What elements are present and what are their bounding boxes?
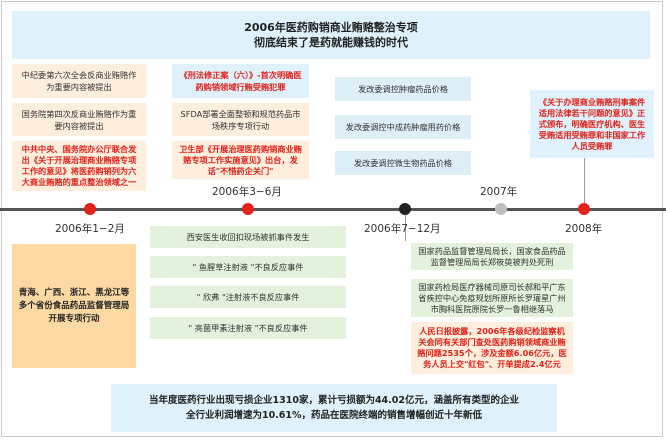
event-box-xinfu-injection: " 欣弗 "注射液不良反应事件 (150, 286, 346, 308)
timeline-axis (0, 208, 666, 211)
event-box-state-council-meeting: 国务院第四次反商业贿赂作为重要内容被提出 (12, 103, 146, 136)
event-box-criminal-law-amendment: 《刑法修正案（六）》-首次明确医药购销领域行贿受贿犯罪 (172, 64, 309, 98)
event-box-moh-opinion: 卫生部《开展治理医药购销商业贿赂专项工作实施意见》出台，发话"不惜药企关门" (172, 141, 309, 179)
event-box-houttuynia-injection: " 鱼腥草注射液 "不良反应事件 (150, 256, 346, 278)
event-box-central-opinion: 中共中央、国务院办公厅联合发出《关于开展治理商业贿赂专项工作的意见》将医药购销列… (12, 141, 146, 191)
event-box-tumor-drug-prices: 发改委调控肿瘤药品价格 (335, 77, 471, 101)
timeline-dot-2007 (495, 203, 507, 215)
timeline-label-2007: 2007年 (480, 186, 518, 198)
title-line-2: 彻底结束了是药就能赚钱的时代 (254, 36, 408, 49)
diagram-title: 2006年医药购销商业贿赂整治专项 彻底结束了是药就能赚钱的时代 (12, 11, 650, 59)
event-box-armillarisin-injection: " 亮菌甲素注射液 "不良反应事件 (150, 317, 346, 339)
event-box-anti-bribery-plenary: 中纪委第六次全会反商业贿赂作为重要内容被提出 (12, 64, 146, 98)
timeline-label-2006-jul-dec: 2006年7−12月 (364, 223, 441, 235)
timeline-label-2006-jan-feb: 2006年1−2月 (55, 223, 125, 235)
event-box-sfda-rectification: SFDA部署全面整顿和规范药品市场秩序专项行动 (172, 103, 309, 136)
summary-box: 当年度医药行业出现亏损企业1310家，累计亏损额为44.02亿元，涵盖所有类型的… (111, 384, 557, 432)
timeline-dot-2006-jan-feb (84, 203, 96, 215)
timeline-dot-2006-mar-jun (242, 203, 254, 215)
event-box-peoples-daily-report: 人民日报披露，2006年各级纪检监察机关会同有关部门查处医药购销领域商业贿赂问题… (411, 322, 573, 374)
event-box-microbial-drug-prices: 发改委调控微生物药品价格 (335, 151, 471, 175)
connector-line-p3 (405, 211, 406, 241)
event-box-xian-doctor: 西安医生收回扣现场被抓事件发生 (150, 226, 346, 248)
event-box-officials-fall: 国家药检局医疗器械司原司长郝和平广东省疾控中心免疫规划所原所长罗瓘星广州市胸科医… (411, 279, 573, 317)
title-line-1: 2006年医药购销商业贿赂整治专项 (244, 21, 418, 34)
summary-line-2: 全行业利润增速为10.61%，药品在医院终端的销售增幅创近十年新低 (185, 410, 483, 421)
timeline-label-2008: 2008年 (565, 223, 603, 235)
connector-line-p5 (584, 158, 585, 204)
summary-line-1: 当年度医药行业出现亏损企业1310家，累计亏损额为44.02亿元，涵盖所有类型的… (149, 395, 519, 406)
event-box-tcm-tumor-prices: 发改委调控中成药肿瘤用药价格 (335, 115, 471, 139)
timeline-dot-2006-jul-dec (399, 203, 411, 215)
event-box-bribery-law-opinion: 《关于办理商业贿赂刑事案件适用法律若干问题的意见》正式颁布，明确医疗机构、医生受… (530, 90, 654, 158)
event-box-zheng-xiaoyu: 国家药品监督管理局局长，国家食品药品监督管理局局长郑筱萸被判处死刑 (411, 243, 573, 270)
timeline-label-2006-mar-jun: 2006年3−6月 (212, 186, 282, 198)
timeline-dot-2008 (578, 203, 590, 215)
event-box-provincial-actions: 青海、广西、浙江、黑龙江等多个省份食品药品监督管理局开展专项行动 (12, 244, 136, 368)
